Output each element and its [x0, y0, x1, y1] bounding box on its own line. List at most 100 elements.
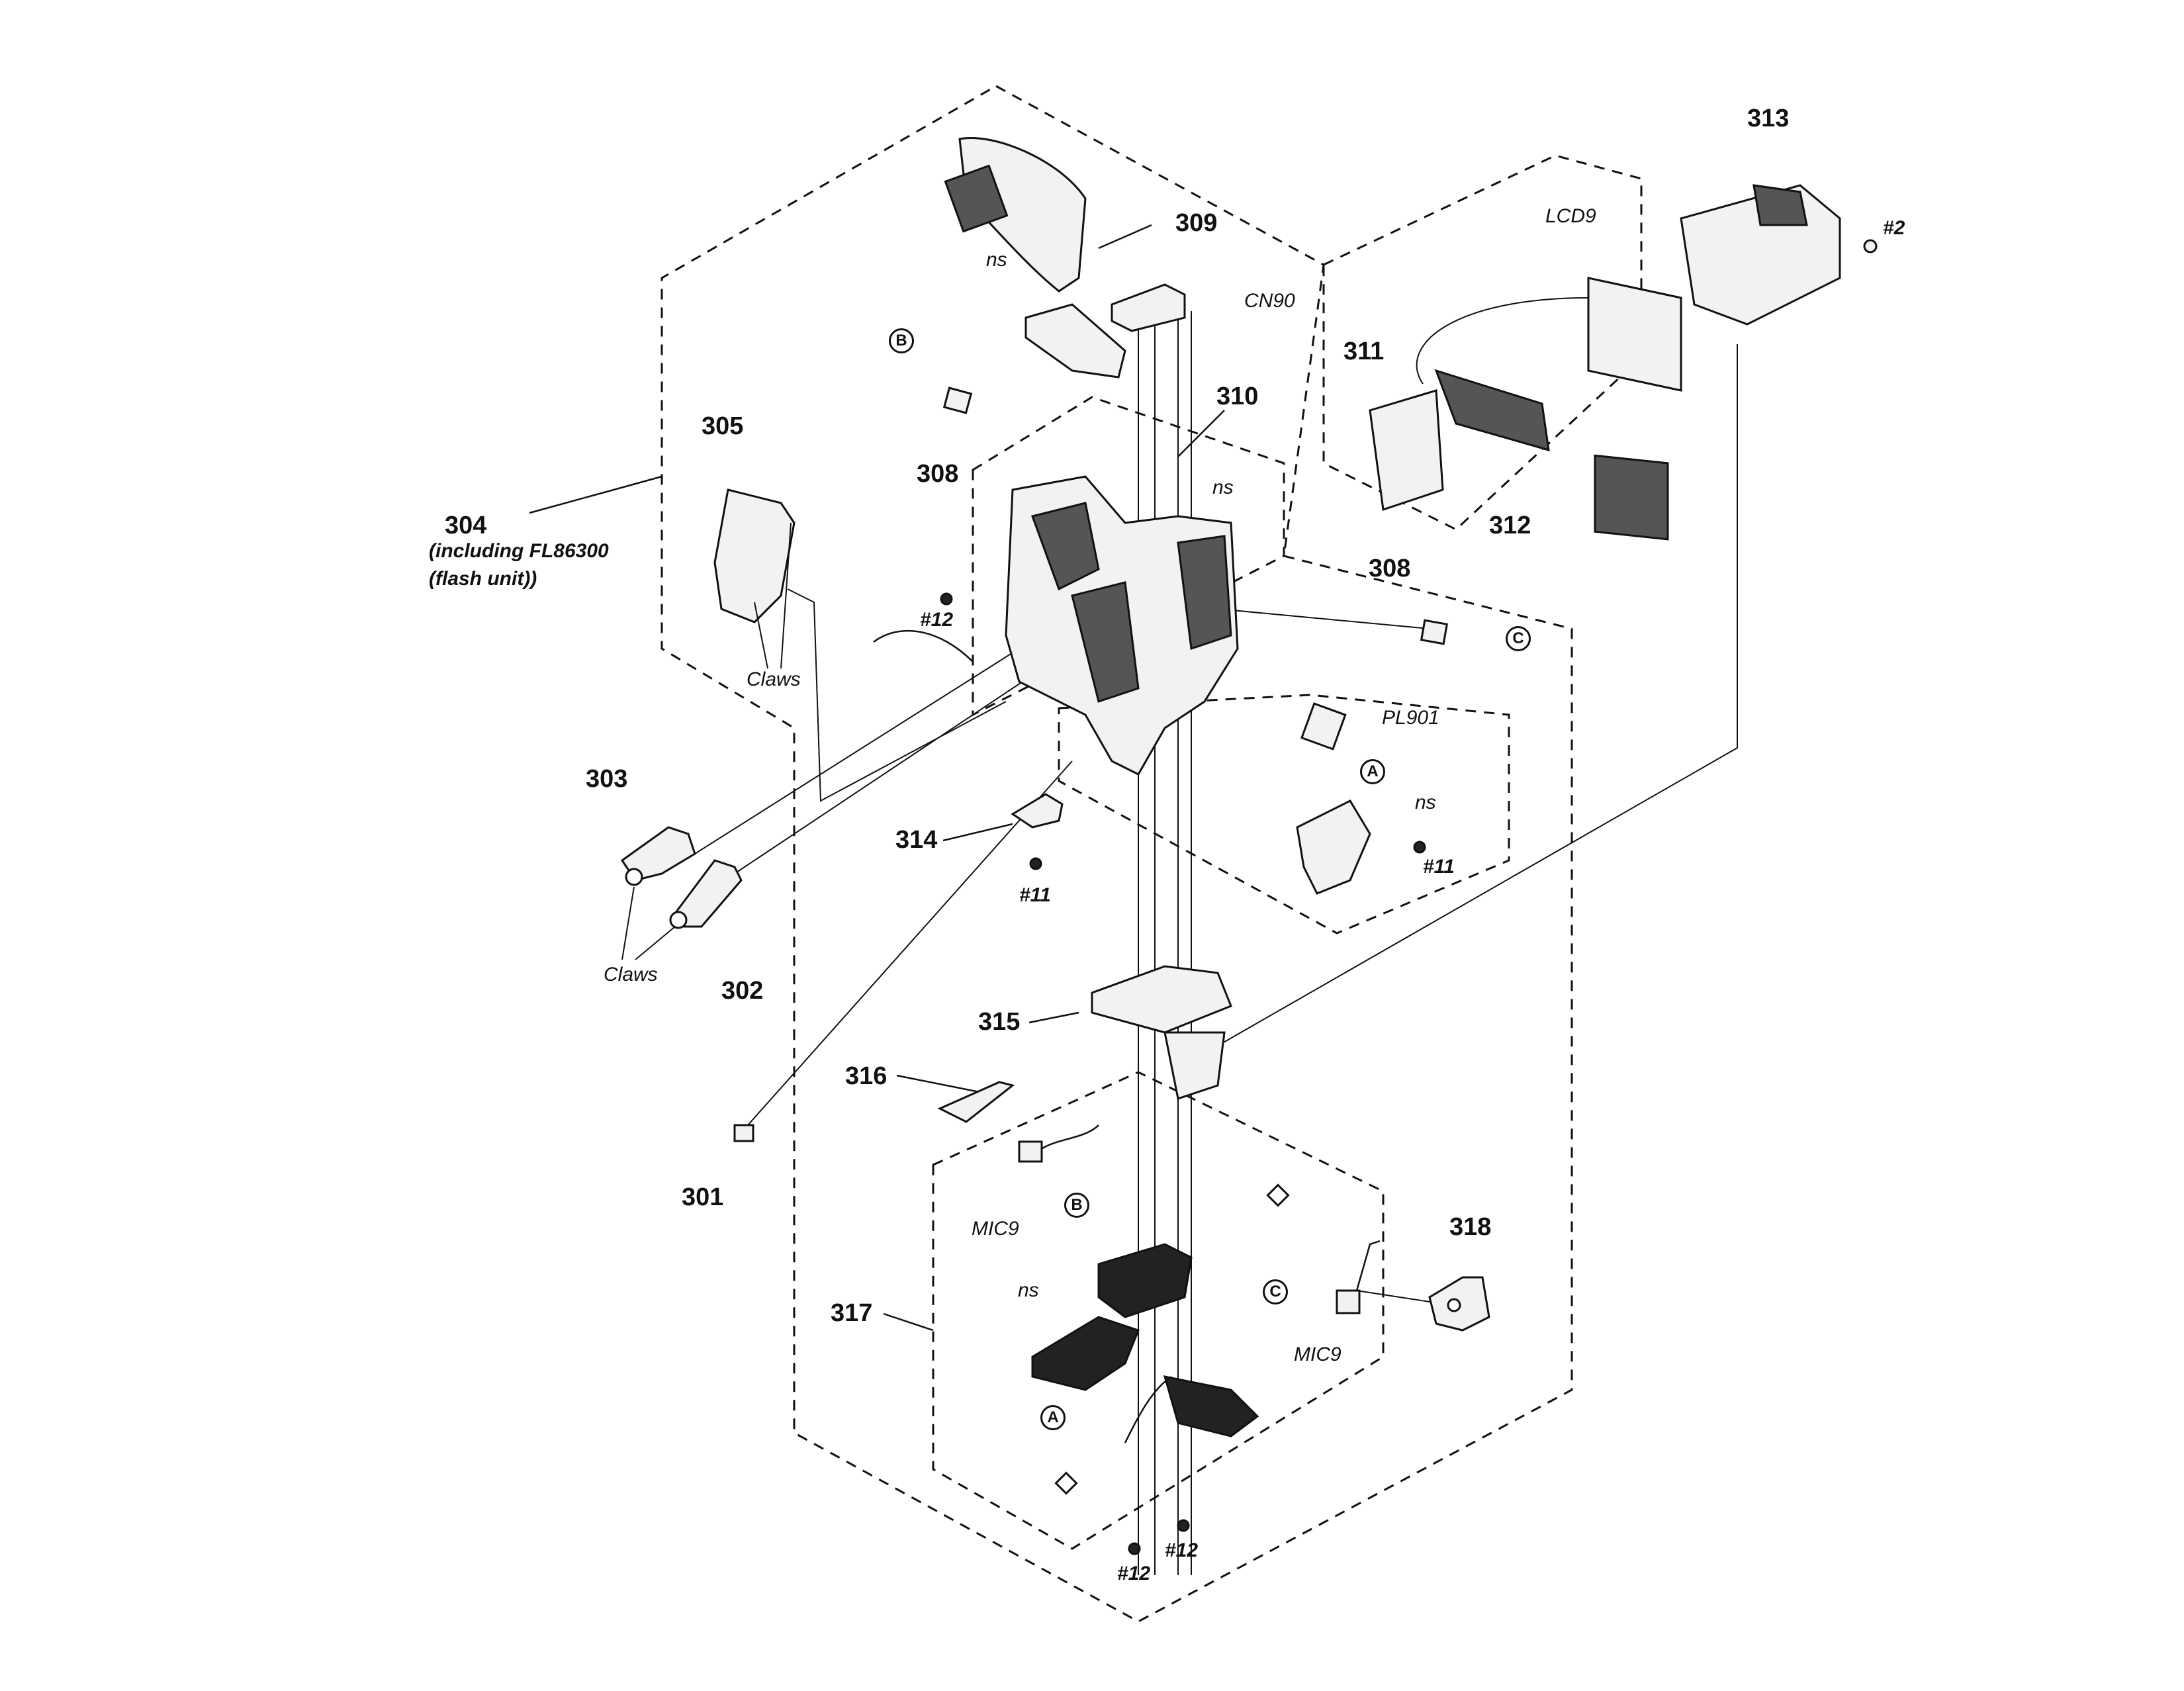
part-315-shape — [1091, 965, 1232, 1034]
label-screw-12c: #12 — [1117, 1563, 1151, 1584]
label-claws-upper: Claws — [747, 668, 801, 690]
screw-11b-shape — [1413, 841, 1426, 854]
part-318-hole — [1447, 1298, 1461, 1312]
part-317-cable — [1124, 1375, 1172, 1443]
label-314: 314 — [895, 826, 938, 854]
label-305: 305 — [702, 412, 744, 440]
claws-pointer-2b — [635, 926, 676, 960]
marker-a-upper: A — [1360, 759, 1385, 784]
part-305-shape — [713, 488, 796, 623]
part-308a-shape — [942, 387, 973, 414]
small-square-1 — [1266, 1183, 1290, 1207]
label-315: 315 — [978, 1008, 1021, 1036]
screw-11a-shape — [1029, 857, 1042, 870]
part-310-detail-1 — [1031, 502, 1100, 591]
leader-316 — [896, 1074, 980, 1093]
label-ns-frame: ns — [1212, 477, 1234, 498]
assembly-line-313 — [1217, 344, 1738, 1046]
screw-2-shape — [1863, 239, 1878, 253]
part-312-shape — [1434, 369, 1550, 452]
assembly-line-302 — [714, 661, 1053, 888]
label-308a: 308 — [917, 460, 959, 488]
screw-12b-shape — [1177, 1519, 1190, 1532]
part-314-shape — [1011, 793, 1064, 829]
label-mic9-upper: MIC9 — [972, 1218, 1019, 1240]
part-316-shape — [937, 1081, 1015, 1123]
part-310-detail-3 — [1071, 581, 1140, 703]
mic9-lower-wire — [1355, 1240, 1381, 1291]
label-312: 312 — [1489, 512, 1531, 539]
mic-subassembly-boundary — [932, 1071, 1385, 1550]
label-ns-switch: ns — [1415, 792, 1436, 813]
leader-315 — [1028, 1011, 1079, 1024]
part-315-arm — [1163, 1031, 1226, 1100]
label-screw-11a: #11 — [1019, 884, 1051, 906]
assembly-line-301 — [747, 760, 1073, 1126]
claws-pointer-2a — [621, 886, 635, 960]
part-311-shape — [1369, 389, 1444, 511]
lcd9-flex — [1416, 297, 1589, 385]
label-screw-12b: #12 — [1165, 1539, 1199, 1561]
label-lcd9: LCD9 — [1545, 205, 1596, 227]
label-317: 317 — [831, 1299, 873, 1327]
assembly-line-308 — [1217, 608, 1430, 629]
part-313-detail — [1752, 184, 1808, 226]
marker-c-lower: C — [1263, 1279, 1288, 1304]
part-317-board — [1097, 1243, 1193, 1318]
assembly-line-305 — [787, 588, 1007, 802]
part-310-detail-2 — [1177, 535, 1232, 651]
marker-a-lower: A — [1040, 1405, 1066, 1430]
part-lcd9-screen — [1594, 454, 1669, 541]
claws-pointer-1a — [754, 602, 768, 669]
part-317-harness — [1031, 1316, 1140, 1391]
flex-cable-left — [873, 629, 974, 663]
label-304: 304 — [445, 512, 487, 539]
leader-310 — [1177, 410, 1225, 457]
mic9-upper-wire — [1042, 1124, 1099, 1150]
label-310: 310 — [1216, 383, 1259, 410]
label-ns-top: ns — [986, 249, 1007, 271]
screw-12a-shape — [940, 592, 953, 606]
part-lcd9-shape — [1587, 277, 1682, 392]
label-ns-board: ns — [1018, 1279, 1039, 1301]
label-mic9-lower: MIC9 — [1294, 1344, 1342, 1365]
label-screw-11b: #11 — [1423, 856, 1455, 878]
label-303: 303 — [586, 765, 628, 793]
label-308b: 308 — [1369, 555, 1411, 582]
part-303-claw — [625, 868, 643, 886]
label-316: 316 — [845, 1062, 887, 1090]
assembly-line-318 — [1356, 1290, 1443, 1304]
label-304-note-2: (flash unit)) — [429, 568, 537, 590]
part-ns-bracket-shape — [1024, 303, 1126, 379]
part-317-harness-2 — [1163, 1375, 1259, 1438]
switch-subassembly-boundary — [1058, 694, 1510, 935]
leader-304 — [529, 475, 662, 514]
label-301: 301 — [682, 1183, 724, 1211]
part-mic9-lower-shape — [1336, 1289, 1361, 1314]
part-308b-shape — [1420, 619, 1449, 645]
marker-c-upper: C — [1506, 626, 1531, 651]
part-cn90-shape — [1111, 283, 1186, 332]
screw-12c-shape — [1128, 1542, 1141, 1555]
leader-314 — [942, 823, 1013, 842]
label-304-note-1: (including FL86300 — [429, 540, 609, 562]
label-302: 302 — [721, 977, 764, 1005]
label-309: 309 — [1175, 209, 1218, 237]
part-pl901-shape — [1300, 702, 1347, 751]
marker-b-upper: B — [889, 328, 914, 353]
frame-subassembly-boundary — [972, 396, 1285, 717]
marker-b-lower: B — [1064, 1193, 1089, 1218]
label-pl901: PL901 — [1382, 707, 1439, 729]
small-square-2 — [1054, 1471, 1078, 1495]
label-311: 311 — [1343, 338, 1385, 365]
label-318: 318 — [1449, 1213, 1492, 1241]
part-302-claw — [669, 911, 688, 929]
part-301-shape — [733, 1124, 754, 1142]
label-cn90: CN90 — [1244, 290, 1295, 312]
label-313: 313 — [1747, 105, 1790, 132]
part-switch-bracket-shape — [1296, 800, 1371, 895]
claws-pointer-1b — [780, 522, 792, 669]
leader-309 — [1098, 224, 1152, 250]
